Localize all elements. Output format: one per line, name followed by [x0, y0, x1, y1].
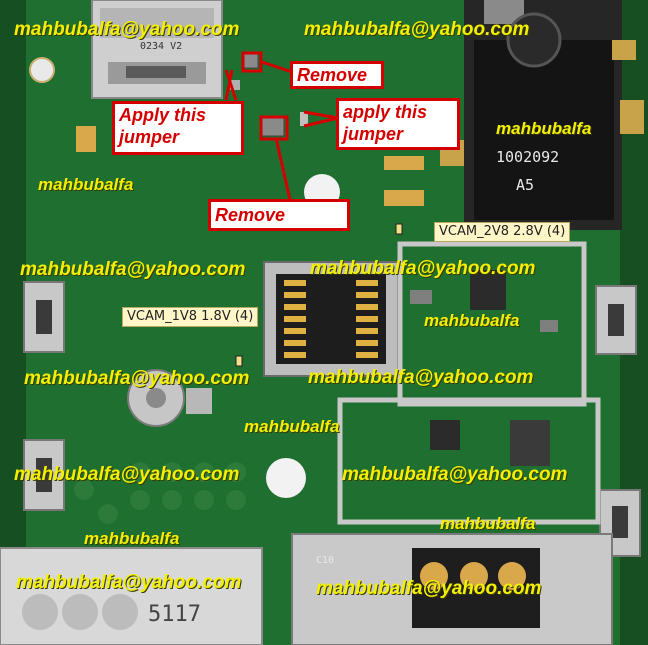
watermark: mahbubalfa@yahoo.com — [20, 259, 246, 280]
watermark: mahbubalfa@yahoo.com — [14, 464, 240, 485]
watermark: mahbubalfa — [440, 514, 536, 533]
watermark: mahbubalfa@yahoo.com — [342, 464, 568, 485]
smd-component — [300, 112, 308, 126]
apply-jumper-callout-line2: jumper — [343, 124, 404, 144]
mounting-hole — [29, 57, 55, 83]
gold-pad — [384, 156, 424, 170]
vibration-motor — [127, 369, 212, 427]
apply-jumper-callout-line1: apply this — [343, 102, 428, 122]
test-point-marker — [395, 223, 403, 235]
watermark: mahbubalfa — [424, 311, 520, 330]
watermark: mahbubalfa — [84, 529, 180, 548]
side-switch — [23, 439, 65, 511]
board-left-edge — [0, 0, 26, 645]
watermark: mahbubalfa@yahoo.com — [24, 368, 250, 389]
apply-jumper-callout-line1: Apply this — [119, 105, 207, 125]
rf-shield-can — [337, 241, 601, 525]
test-pad-array — [74, 462, 246, 524]
annotation-pointers — [224, 51, 339, 201]
audio-jack — [440, 0, 644, 230]
test-point-marker — [235, 355, 243, 367]
apply-jumper-callout: Apply this jumper — [112, 101, 244, 155]
vcam-2v8-label: VCAM_2V8 2.8V (4) — [434, 222, 571, 242]
usb-code-marking: 0234 V2 — [140, 41, 183, 52]
watermark: mahbubalfa@yahoo.com — [310, 258, 536, 279]
side-switch — [595, 285, 637, 355]
watermark: mahbubalfa — [38, 175, 134, 194]
audio-code-marking: 1002092 — [496, 148, 560, 166]
apply-jumper-callout-line2: jumper — [119, 127, 180, 147]
sim-digits-marking: 5117 — [148, 602, 201, 627]
remove-callout: Remove — [290, 61, 384, 89]
vcam-1v8-label: VCAM_1V8 1.8V (4) — [122, 307, 259, 327]
smd-component — [230, 80, 240, 90]
watermark: mahbubalfa — [244, 417, 340, 436]
audio-code-marking: A5 — [516, 176, 535, 194]
apply-jumper-callout: apply this jumper — [336, 98, 460, 150]
pad-label-marking: C10 — [316, 555, 335, 566]
smd-component — [243, 53, 259, 69]
remove-callout-text: Remove — [215, 205, 286, 225]
watermark: mahbubalfa@yahoo.com — [308, 367, 534, 388]
battery-connector — [291, 533, 613, 645]
camera-connector — [263, 261, 399, 377]
remove-callout: Remove — [208, 199, 350, 231]
watermark: mahbubalfa@yahoo.com — [16, 572, 242, 593]
mounting-hole — [266, 458, 306, 498]
gold-pad — [76, 126, 96, 152]
watermark: mahbubalfa@yahoo.com — [14, 19, 240, 40]
sim-card-holder — [0, 547, 263, 645]
watermark: mahbubalfa@yahoo.com — [304, 19, 530, 40]
gold-pad — [384, 190, 424, 206]
watermark: mahbubalfa@yahoo.com — [316, 578, 542, 599]
watermark: mahbubalfa — [496, 119, 592, 138]
side-switch — [23, 281, 65, 353]
usb-connector — [91, 0, 223, 99]
smd-component — [261, 117, 285, 137]
remove-callout-text: Remove — [297, 65, 368, 85]
